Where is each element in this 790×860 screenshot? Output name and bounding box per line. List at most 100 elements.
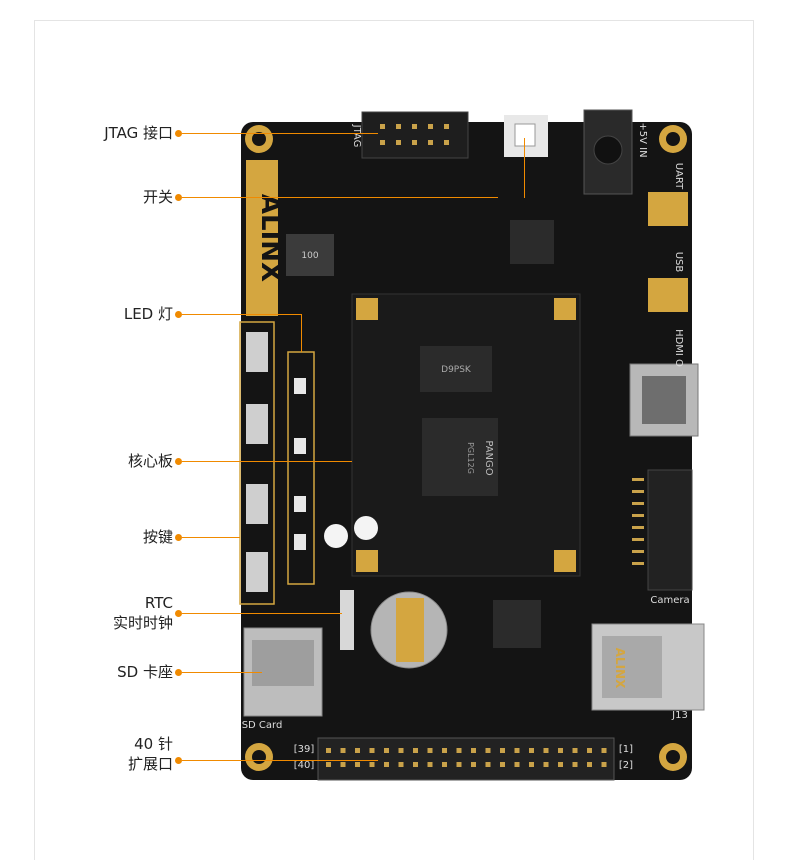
callout-dot-core — [175, 458, 182, 465]
led-group — [287, 351, 315, 585]
header-pin — [326, 748, 331, 753]
label-core-board: 核心板 — [127, 452, 173, 470]
jtag-header — [361, 111, 469, 159]
header-pin — [500, 748, 505, 753]
header-pin — [587, 762, 592, 767]
header-pin — [355, 762, 360, 767]
header-pin — [601, 762, 607, 767]
pin39: [39] — [294, 744, 315, 755]
camera-header — [647, 469, 693, 591]
label-header: 40 针 扩展口 — [128, 734, 173, 774]
header-pin — [543, 748, 549, 753]
header-pin — [398, 748, 404, 753]
camera-silk: Camera — [650, 595, 689, 606]
header-pin — [543, 762, 549, 767]
label-header-line2: 扩展口 — [127, 755, 173, 773]
rtc-crystal — [340, 590, 354, 650]
header-pin — [369, 748, 375, 753]
header-pin — [427, 748, 433, 753]
brand-stripe — [246, 160, 278, 316]
uart-silk: UART — [673, 163, 684, 190]
pin40: [40] — [294, 760, 315, 771]
ethernet-phy-chip — [493, 600, 541, 648]
header-pin — [601, 748, 607, 753]
header-pin — [326, 762, 331, 767]
header-pin — [587, 748, 592, 753]
leader-core — [182, 461, 352, 462]
header-pin — [471, 748, 476, 753]
key-group — [239, 321, 275, 605]
j13-silk: J13 — [671, 710, 688, 721]
header-pin — [572, 748, 578, 753]
label-sd: SD 卡座 — [117, 663, 173, 681]
leader-rtc — [182, 613, 342, 614]
header-pin — [340, 748, 346, 753]
header-pin — [369, 762, 375, 767]
leader-switch-v — [524, 138, 525, 198]
ddr-chip — [420, 346, 492, 392]
leader-sd — [182, 672, 262, 673]
chip-vendor: PANGO — [483, 440, 494, 475]
leader-led-v — [301, 314, 302, 352]
leader-jtag — [182, 133, 378, 134]
header-pin — [456, 762, 462, 767]
leader-switch — [182, 197, 498, 198]
label-header-line1: 40 针 — [134, 735, 173, 753]
callout-dot-led — [175, 311, 182, 318]
leader-led — [182, 314, 302, 315]
expansion-header-40pin — [317, 737, 615, 781]
header-pin — [485, 762, 491, 767]
header-pin — [471, 762, 476, 767]
callout-dot-header — [175, 757, 182, 764]
callout-dot-keys — [175, 534, 182, 541]
image-frame — [34, 20, 754, 860]
usb-uart-chip — [510, 220, 554, 264]
label-switch: 开关 — [142, 188, 173, 206]
header-pin — [514, 762, 520, 767]
brand-text: ALINX — [255, 194, 285, 282]
header-pin — [529, 748, 534, 753]
header-pin — [355, 748, 360, 753]
leader-keys — [182, 537, 240, 538]
arrow-marker-right — [354, 516, 378, 540]
callout-dot-rtc — [175, 610, 182, 617]
power-inductor — [286, 234, 334, 276]
usb-port — [648, 278, 688, 312]
power-silk: +5V IN — [637, 122, 648, 157]
header-pin — [500, 762, 505, 767]
uart-port — [648, 192, 688, 226]
header-pin — [529, 762, 534, 767]
header-pin — [485, 748, 491, 753]
header-pin — [340, 762, 346, 767]
header-pin — [384, 748, 389, 753]
callout-dot-switch — [175, 194, 182, 201]
label-rtc-line2: 实时时钟 — [112, 614, 173, 632]
label-led: LED 灯 — [123, 305, 173, 323]
callout-dot-sd — [175, 669, 182, 676]
jtag-silk: JTAG — [351, 124, 362, 148]
header-pin — [413, 748, 418, 753]
header-pin — [413, 762, 418, 767]
ram-mark: D9PSK — [441, 365, 472, 375]
leader-header — [182, 760, 378, 761]
sd-silk: SD Card — [242, 720, 283, 731]
label-rtc: RTC 实时时钟 — [113, 593, 173, 633]
label-rtc-line1: RTC — [144, 594, 173, 612]
header-pin — [514, 748, 520, 753]
chip-part: PGL12G — [466, 442, 475, 474]
header-pin — [442, 762, 447, 767]
pin2: [2] — [619, 760, 633, 771]
header-pin — [572, 762, 578, 767]
pin1: [1] — [619, 744, 633, 755]
label-jtag: JTAG 接口 — [104, 124, 173, 142]
header-pin — [456, 748, 462, 753]
header-pin — [427, 762, 433, 767]
hdmi-silk: HDMI O — [673, 329, 684, 367]
label-keys: 按键 — [142, 528, 173, 546]
rj45-brand: ALINX — [613, 648, 627, 689]
header-pin — [398, 762, 404, 767]
usb-silk: USB — [673, 252, 684, 273]
inductor-mark: 100 — [301, 251, 318, 261]
arrow-marker-left — [324, 524, 348, 548]
